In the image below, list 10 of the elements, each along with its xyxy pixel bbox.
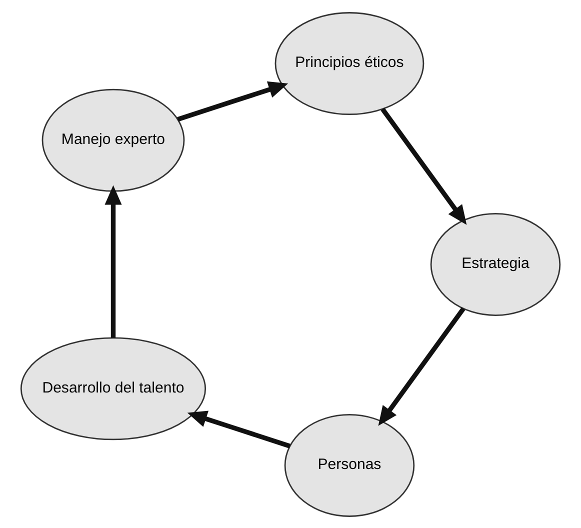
node-ellipse: Manejo experto [42, 88, 185, 192]
arrow [104, 184, 122, 338]
node-ellipse: Personas [284, 413, 415, 516]
node-ellipse: Principios éticos [274, 12, 424, 115]
arrow [177, 80, 288, 122]
arrow [378, 306, 466, 426]
arrow [187, 410, 291, 448]
arrow [380, 107, 467, 224]
node-ellipse: Desarrollo del talento [20, 336, 206, 440]
node-ellipse: Estrategia [430, 212, 561, 316]
